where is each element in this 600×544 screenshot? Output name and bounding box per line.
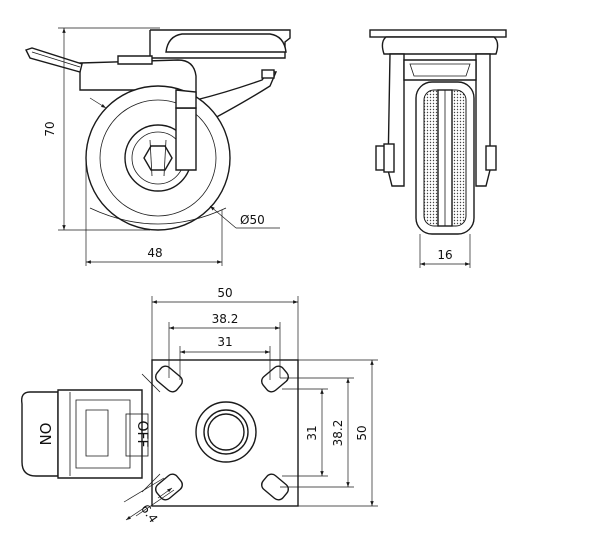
dim-tread-width-label: 16 — [437, 248, 452, 262]
front-axle-right — [485, 145, 497, 171]
dim-hole-outer-v-label: 38.2 — [331, 420, 345, 447]
dim-hole-inner-v-label: 31 — [305, 425, 319, 440]
dim-hole-outer-h-label: 38.2 — [212, 312, 239, 326]
front-view: 16 — [369, 29, 507, 268]
side-view: 70 48 Ø50 — [25, 27, 291, 266]
dim-plate-height-label: 50 — [355, 425, 369, 440]
dim-width-label: 48 — [147, 246, 162, 260]
brake-off-label: OFF — [134, 420, 150, 447]
side-axle-nut — [143, 145, 173, 171]
dim-hole-inner-h-label: 31 — [217, 335, 232, 349]
top-view: ON OFF 50 38.2 31 — [20, 286, 378, 526]
brake-on-label: ON — [36, 422, 54, 445]
side-brake-lever — [25, 47, 83, 73]
dim-plate-width-label: 50 — [217, 286, 232, 300]
top-brake-pedal — [20, 391, 59, 477]
front-mounting-plate — [369, 29, 507, 38]
dim-height-label: 70 — [43, 121, 57, 136]
top-bolt-slots — [141, 365, 289, 501]
dim-wheel-diameter-label: Ø50 — [240, 213, 265, 227]
